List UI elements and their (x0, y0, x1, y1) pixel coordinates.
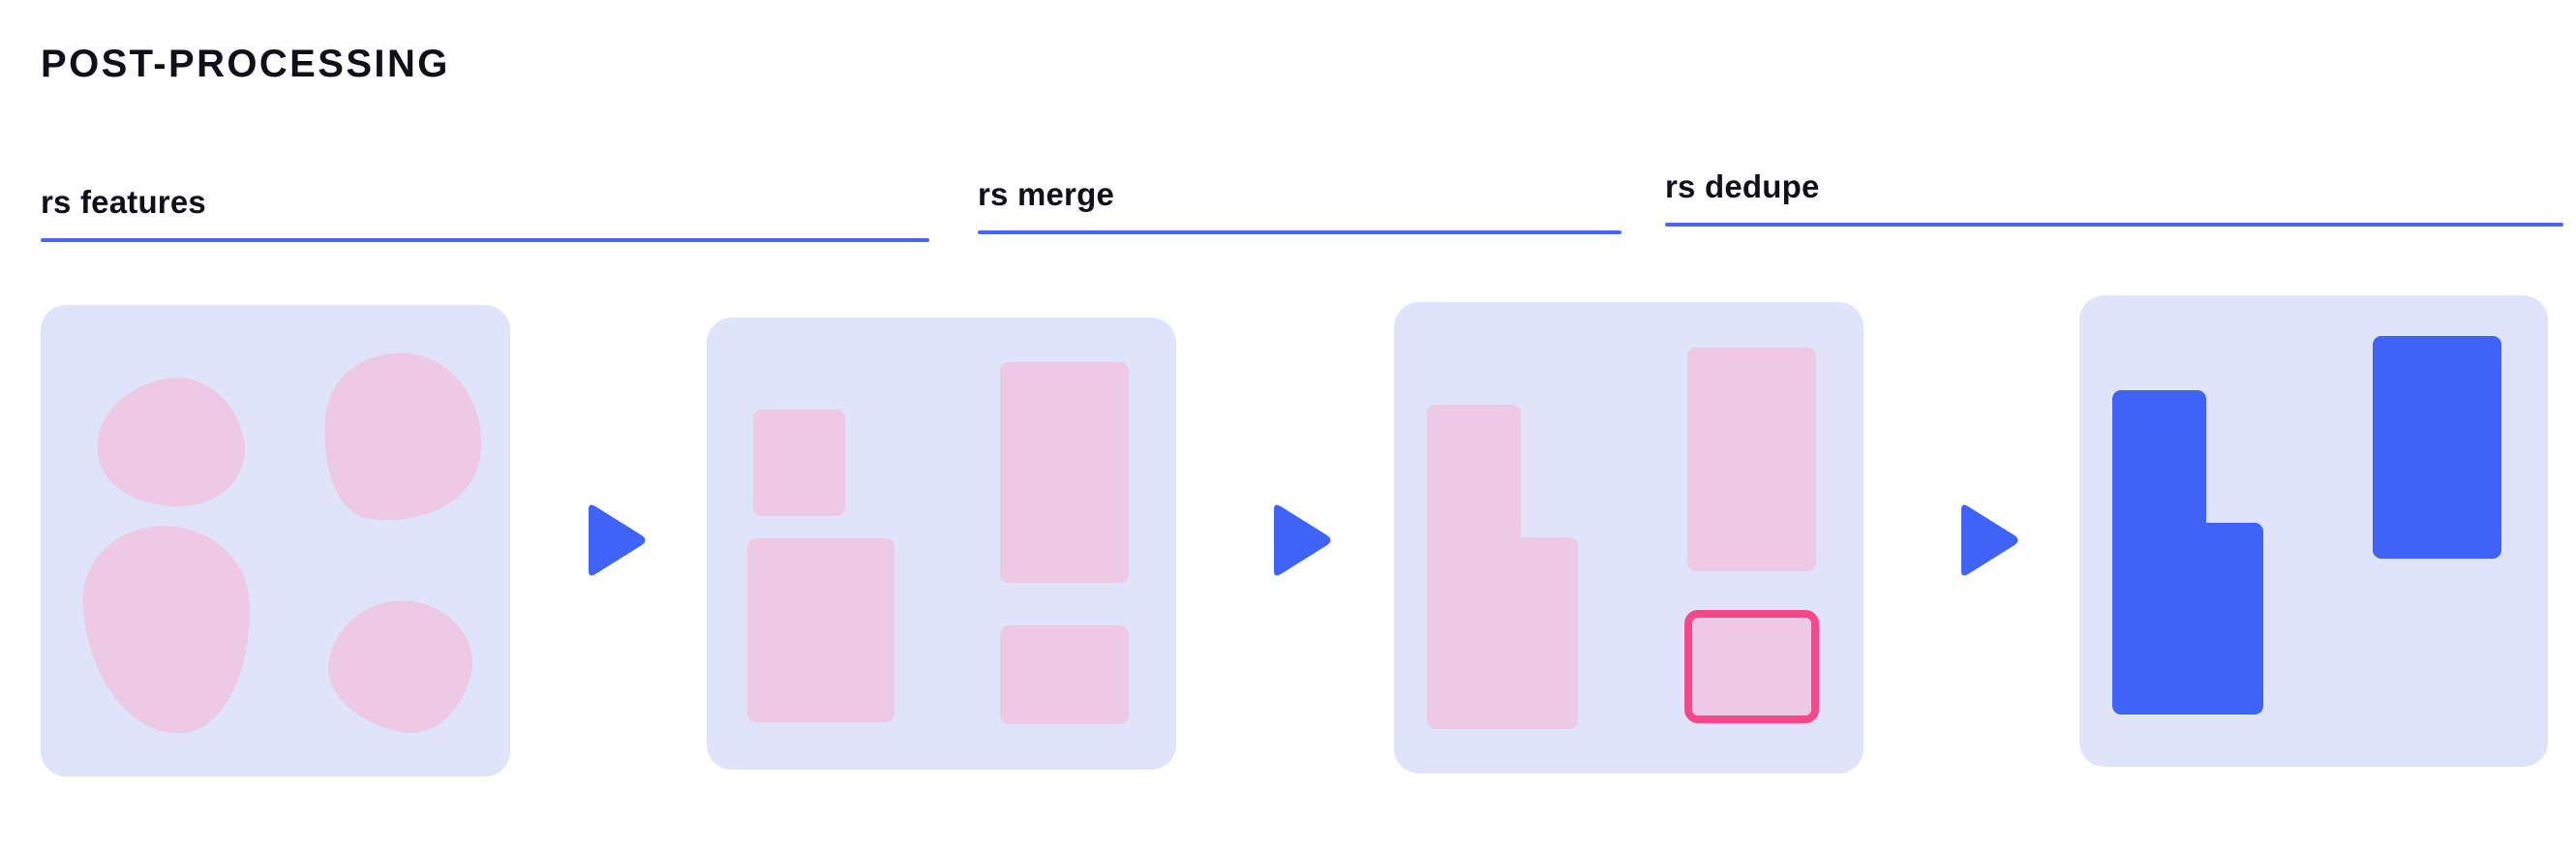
bbox-large-bottom-left-shape (747, 538, 894, 722)
stage-label-merge: rs merge (978, 176, 1115, 212)
dedupe-panel (1394, 302, 1864, 774)
stage-rule-features (41, 238, 929, 242)
stage-label-features: rs features (41, 184, 206, 220)
features-panel (41, 305, 510, 776)
bbox-tall-top-right-shape (1000, 362, 1129, 583)
stage-header-features: rs features (41, 184, 929, 242)
stage-label-dedupe: rs dedupe (1665, 168, 1820, 204)
bbox-small-bottom-right-shape (1000, 625, 1129, 724)
page-title: POST-PROCESSING (41, 43, 450, 85)
feature-blob-top-left-shape (90, 371, 251, 515)
feature-blob-top-right-shape (312, 343, 494, 533)
duplicate-bbox-flagged-shape (1684, 610, 1819, 723)
merged-lshape-left-shape (1427, 405, 1578, 729)
stage-rule-dedupe (1665, 223, 2563, 227)
arrow-features-to-merge-icon (581, 502, 647, 578)
stage-header-merge: rs merge (978, 176, 1621, 234)
final-lshape-left-shape (2112, 390, 2263, 715)
result-panel (2079, 295, 2548, 767)
final-bbox-right-shape (2373, 336, 2501, 559)
stage-rule-merge (978, 230, 1621, 234)
merge-panel (707, 318, 1176, 770)
feature-blob-bottom-right-shape (318, 589, 482, 743)
arrow-merge-to-dedupe-icon (1266, 502, 1332, 578)
bbox-small-top-left-shape (753, 410, 845, 516)
feature-blob-bottom-left-shape (78, 521, 257, 739)
stage-header-dedupe: rs dedupe (1665, 168, 2563, 227)
arrow-dedupe-to-result-icon (1954, 502, 2019, 578)
bbox-tall-right-shape (1687, 348, 1816, 571)
